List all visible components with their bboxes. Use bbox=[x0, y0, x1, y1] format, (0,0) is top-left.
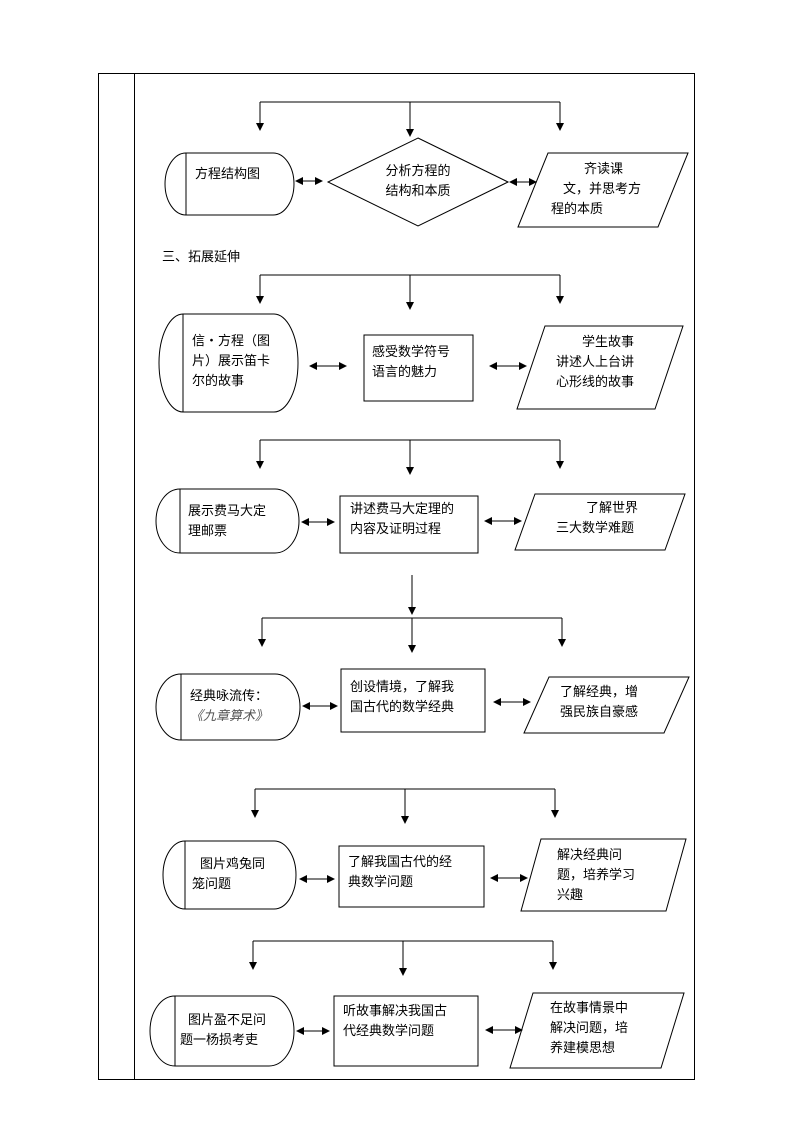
branch-arrows-6 bbox=[249, 940, 557, 976]
section-title: 三、拓展延伸 bbox=[162, 250, 241, 265]
process-node-5-left bbox=[162, 840, 297, 910]
data-node-4-right bbox=[523, 676, 690, 734]
process-node-2-middle-label: 感受数学符号 语言的魅力 bbox=[372, 345, 451, 380]
process-node-6-middle bbox=[333, 995, 479, 1067]
table-border bbox=[98, 73, 695, 1080]
data-node-5-right bbox=[520, 838, 687, 912]
process-node-3-middle-label: 讲述费马大定理的 内容及证明过程 bbox=[350, 502, 455, 537]
process-node-3-left bbox=[155, 488, 300, 554]
data-node-3-right-label: 了解世界 三大数学难题 bbox=[556, 501, 639, 536]
data-node-1-right-label: 齐读课 文，并思考方 程的本质 bbox=[551, 162, 642, 217]
process-node-6-middle-label: 听故事解决我国古 代经典数学问题 bbox=[343, 1004, 448, 1039]
process-node-4-left bbox=[155, 673, 301, 741]
branch-arrows-3 bbox=[256, 439, 564, 475]
branch-arrows-5 bbox=[251, 788, 559, 824]
process-node-1-left-label: 方程结构图 bbox=[195, 167, 261, 182]
process-node-6-left-label: 图片盈不足问 题一杨损考吏 bbox=[180, 1013, 267, 1048]
branch-arrows-1 bbox=[256, 101, 564, 137]
process-node-4-middle bbox=[340, 668, 486, 733]
process-node-5-left-label: 图片鸡兔同 笼问题 bbox=[192, 857, 266, 892]
decision-node-1-middle-label: 分析方程的 结构和本质 bbox=[385, 164, 451, 199]
branch-arrows-2 bbox=[256, 274, 564, 310]
data-node-6-right bbox=[509, 992, 685, 1069]
process-node-2-middle bbox=[363, 334, 474, 402]
data-node-3-right bbox=[514, 493, 686, 551]
process-node-3-middle bbox=[339, 495, 479, 554]
branch-arrows-4 bbox=[258, 617, 566, 653]
data-node-5-right-label: 解决经典问 题，培养学习 兴趣 bbox=[557, 848, 636, 903]
data-node-1-right bbox=[517, 152, 689, 228]
process-node-4-middle-label: 创设情境，了解我 国古代的数学经典 bbox=[350, 680, 455, 715]
process-node-5-middle bbox=[338, 845, 485, 908]
process-node-4-left-label: 经典咏流传： 《九章算术》 bbox=[190, 689, 269, 724]
process-node-2-left bbox=[158, 313, 299, 413]
process-node-2-left-label: 信・方程（图 片）展示笛卡 尔的故事 bbox=[192, 334, 271, 389]
data-node-4-right-label: 了解经典，增 强民族自豪感 bbox=[560, 685, 639, 720]
data-node-2-right-label: 学生故事 讲述人上台讲 心形线的故事 bbox=[556, 335, 635, 390]
process-node-3-left-label: 展示费马大定 理邮票 bbox=[188, 504, 267, 539]
process-node-1-left bbox=[164, 152, 295, 216]
data-node-6-right-label: 在故事情景中 解决问题，培 养建模思想 bbox=[550, 1001, 629, 1056]
process-node-5-middle-label: 了解我国古代的经 典数学问题 bbox=[348, 855, 453, 890]
decision-node-1-middle bbox=[326, 137, 510, 227]
process-node-6-left bbox=[149, 995, 295, 1067]
data-node-2-right bbox=[516, 325, 684, 410]
